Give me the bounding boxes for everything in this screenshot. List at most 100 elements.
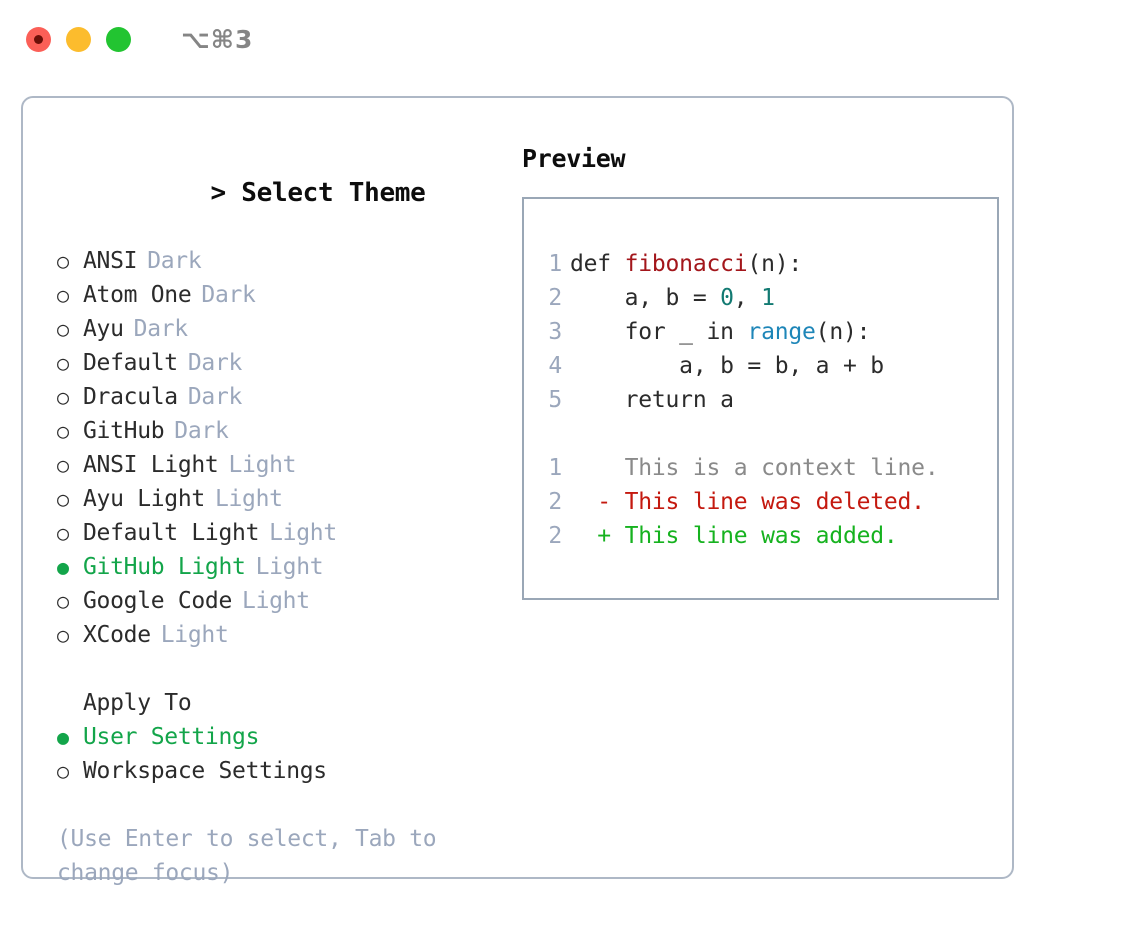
radio-unselected-icon: ○ <box>57 589 69 613</box>
theme-option-label: Ayu <box>83 316 124 342</box>
radio-unselected-icon: ○ <box>57 283 69 307</box>
code-token-plain: (n): <box>747 251 803 277</box>
theme-variant-tag: Light <box>269 520 337 546</box>
radio-unselected-icon: ○ <box>57 419 69 443</box>
apply-to-option-user-settings[interactable]: ● User Settings <box>57 720 501 754</box>
theme-option-label: Ayu Light <box>83 486 205 512</box>
theme-option-xcode[interactable]: ○ XCode Light <box>57 618 501 652</box>
code-line-content: return a <box>570 383 734 417</box>
theme-option-label: GitHub Light <box>83 554 246 580</box>
apply-to-option-workspace-settings[interactable]: ○ Workspace Settings <box>57 754 501 788</box>
title-bar: ⌥⌘3 <box>0 0 1140 78</box>
code-token-fn: fibonacci <box>624 251 748 277</box>
theme-option-atom-one[interactable]: ○ Atom One Dark <box>57 278 501 312</box>
radio-unselected-icon: ○ <box>57 249 69 273</box>
code-token-plain: a, b = <box>570 285 721 311</box>
theme-option-label: Dracula <box>83 384 178 410</box>
theme-variant-tag: Dark <box>187 350 243 376</box>
theme-option-github-light[interactable]: ● GitHub Light Light <box>57 550 501 584</box>
radio-unselected-icon: ○ <box>57 759 69 783</box>
radio-unselected-icon: ○ <box>57 317 69 341</box>
radio-unselected-icon: ○ <box>57 623 69 647</box>
maximize-button[interactable] <box>106 26 131 52</box>
radio-unselected-icon: ○ <box>57 521 69 545</box>
diff-marker: - <box>570 489 625 515</box>
diff-line-number: 1 <box>548 455 562 481</box>
theme-variant-tag: Dark <box>147 248 202 274</box>
apply-to-option-label: Workspace Settings <box>83 758 327 784</box>
theme-option-label: Atom One <box>83 282 192 308</box>
diff-marker <box>570 451 625 485</box>
radio-selected-icon: ● <box>57 555 69 579</box>
code-line: 3 for _ in range(n): <box>524 315 997 349</box>
prompt-caret-icon: > <box>210 178 242 208</box>
window-controls <box>26 26 131 52</box>
radio-unselected-icon: ○ <box>57 385 69 409</box>
diff-marker: + <box>570 523 625 549</box>
keyboard-shortcut-label: ⌥⌘3 <box>181 24 254 54</box>
diff-line-text: This line was deleted. <box>624 489 925 515</box>
apply-to-title: Apply To <box>83 690 192 716</box>
apply-to-option-label: User Settings <box>83 724 260 750</box>
theme-option-label: Default Light <box>83 520 260 546</box>
theme-option-label: XCode <box>83 622 151 648</box>
theme-variant-tag: Dark <box>174 418 229 444</box>
close-button[interactable] <box>26 26 51 52</box>
select-theme-heading-text: Select Theme <box>241 178 426 208</box>
code-token-num: 1 <box>761 285 775 311</box>
select-theme-heading: > Select Theme <box>57 142 501 244</box>
theme-variant-tag: Dark <box>133 316 189 342</box>
diff-line-text: This is a context line. <box>624 455 939 481</box>
theme-variant-tag: Light <box>160 622 229 648</box>
diff-line-add: 2 + This line was added. <box>524 519 997 553</box>
theme-option-label: Google Code <box>83 588 233 614</box>
diff-line-del: 2 - This line was deleted. <box>524 485 997 519</box>
theme-variant-tag: Light <box>214 486 283 512</box>
diff-line-text: This line was added. <box>624 523 898 549</box>
code-line-number: 3 <box>548 319 562 345</box>
theme-variant-tag: Dark <box>201 282 256 308</box>
code-token-plain: (n): <box>815 319 871 345</box>
code-line: 1 def fibonacci(n): <box>524 247 997 281</box>
help-text: (Use Enter to select, Tab to change focu… <box>57 826 437 886</box>
radio-unselected-icon: ○ <box>57 351 69 375</box>
theme-option-label: ANSI Light <box>83 452 219 478</box>
code-token-call: range <box>747 319 816 345</box>
code-line-content: def fibonacci(n): <box>570 247 802 281</box>
diff-line-ctx: 1 This is a context line. <box>524 451 997 485</box>
code-token-num: 0 <box>720 285 734 311</box>
code-line-content: for _ in range(n): <box>570 315 871 349</box>
radio-unselected-icon: ○ <box>57 453 69 477</box>
minimize-button[interactable] <box>66 26 91 52</box>
radio-selected-icon: ● <box>57 725 69 749</box>
theme-option-label: GitHub <box>83 418 165 444</box>
code-token-plain: def <box>570 251 625 277</box>
theme-option-github[interactable]: ○ GitHub Dark <box>57 414 501 448</box>
code-line: 4 a, b = b, a + b <box>524 349 997 383</box>
code-token-plain: a, b = b, a + b <box>570 353 884 379</box>
code-line: 2 a, b = 0, 1 <box>524 281 997 315</box>
code-line-content: a, b = b, a + b <box>570 349 884 383</box>
preview-title: Preview <box>522 144 626 173</box>
theme-variant-tag: Light <box>255 554 324 580</box>
theme-option-default-light[interactable]: ○ Default Light Light <box>57 516 501 550</box>
code-line-number: 5 <box>548 387 562 413</box>
code-line-number: 1 <box>548 251 562 277</box>
code-token-plain: for _ in <box>570 319 748 345</box>
diff-sample: 1 This is a context line.2 - This line w… <box>524 451 997 553</box>
diff-line-number: 2 <box>548 489 562 515</box>
theme-option-ayu[interactable]: ○ Ayu Dark <box>57 312 501 346</box>
code-line: 5 return a <box>524 383 997 417</box>
code-token-plain: return a <box>570 387 734 413</box>
code-line-number: 4 <box>548 353 562 379</box>
